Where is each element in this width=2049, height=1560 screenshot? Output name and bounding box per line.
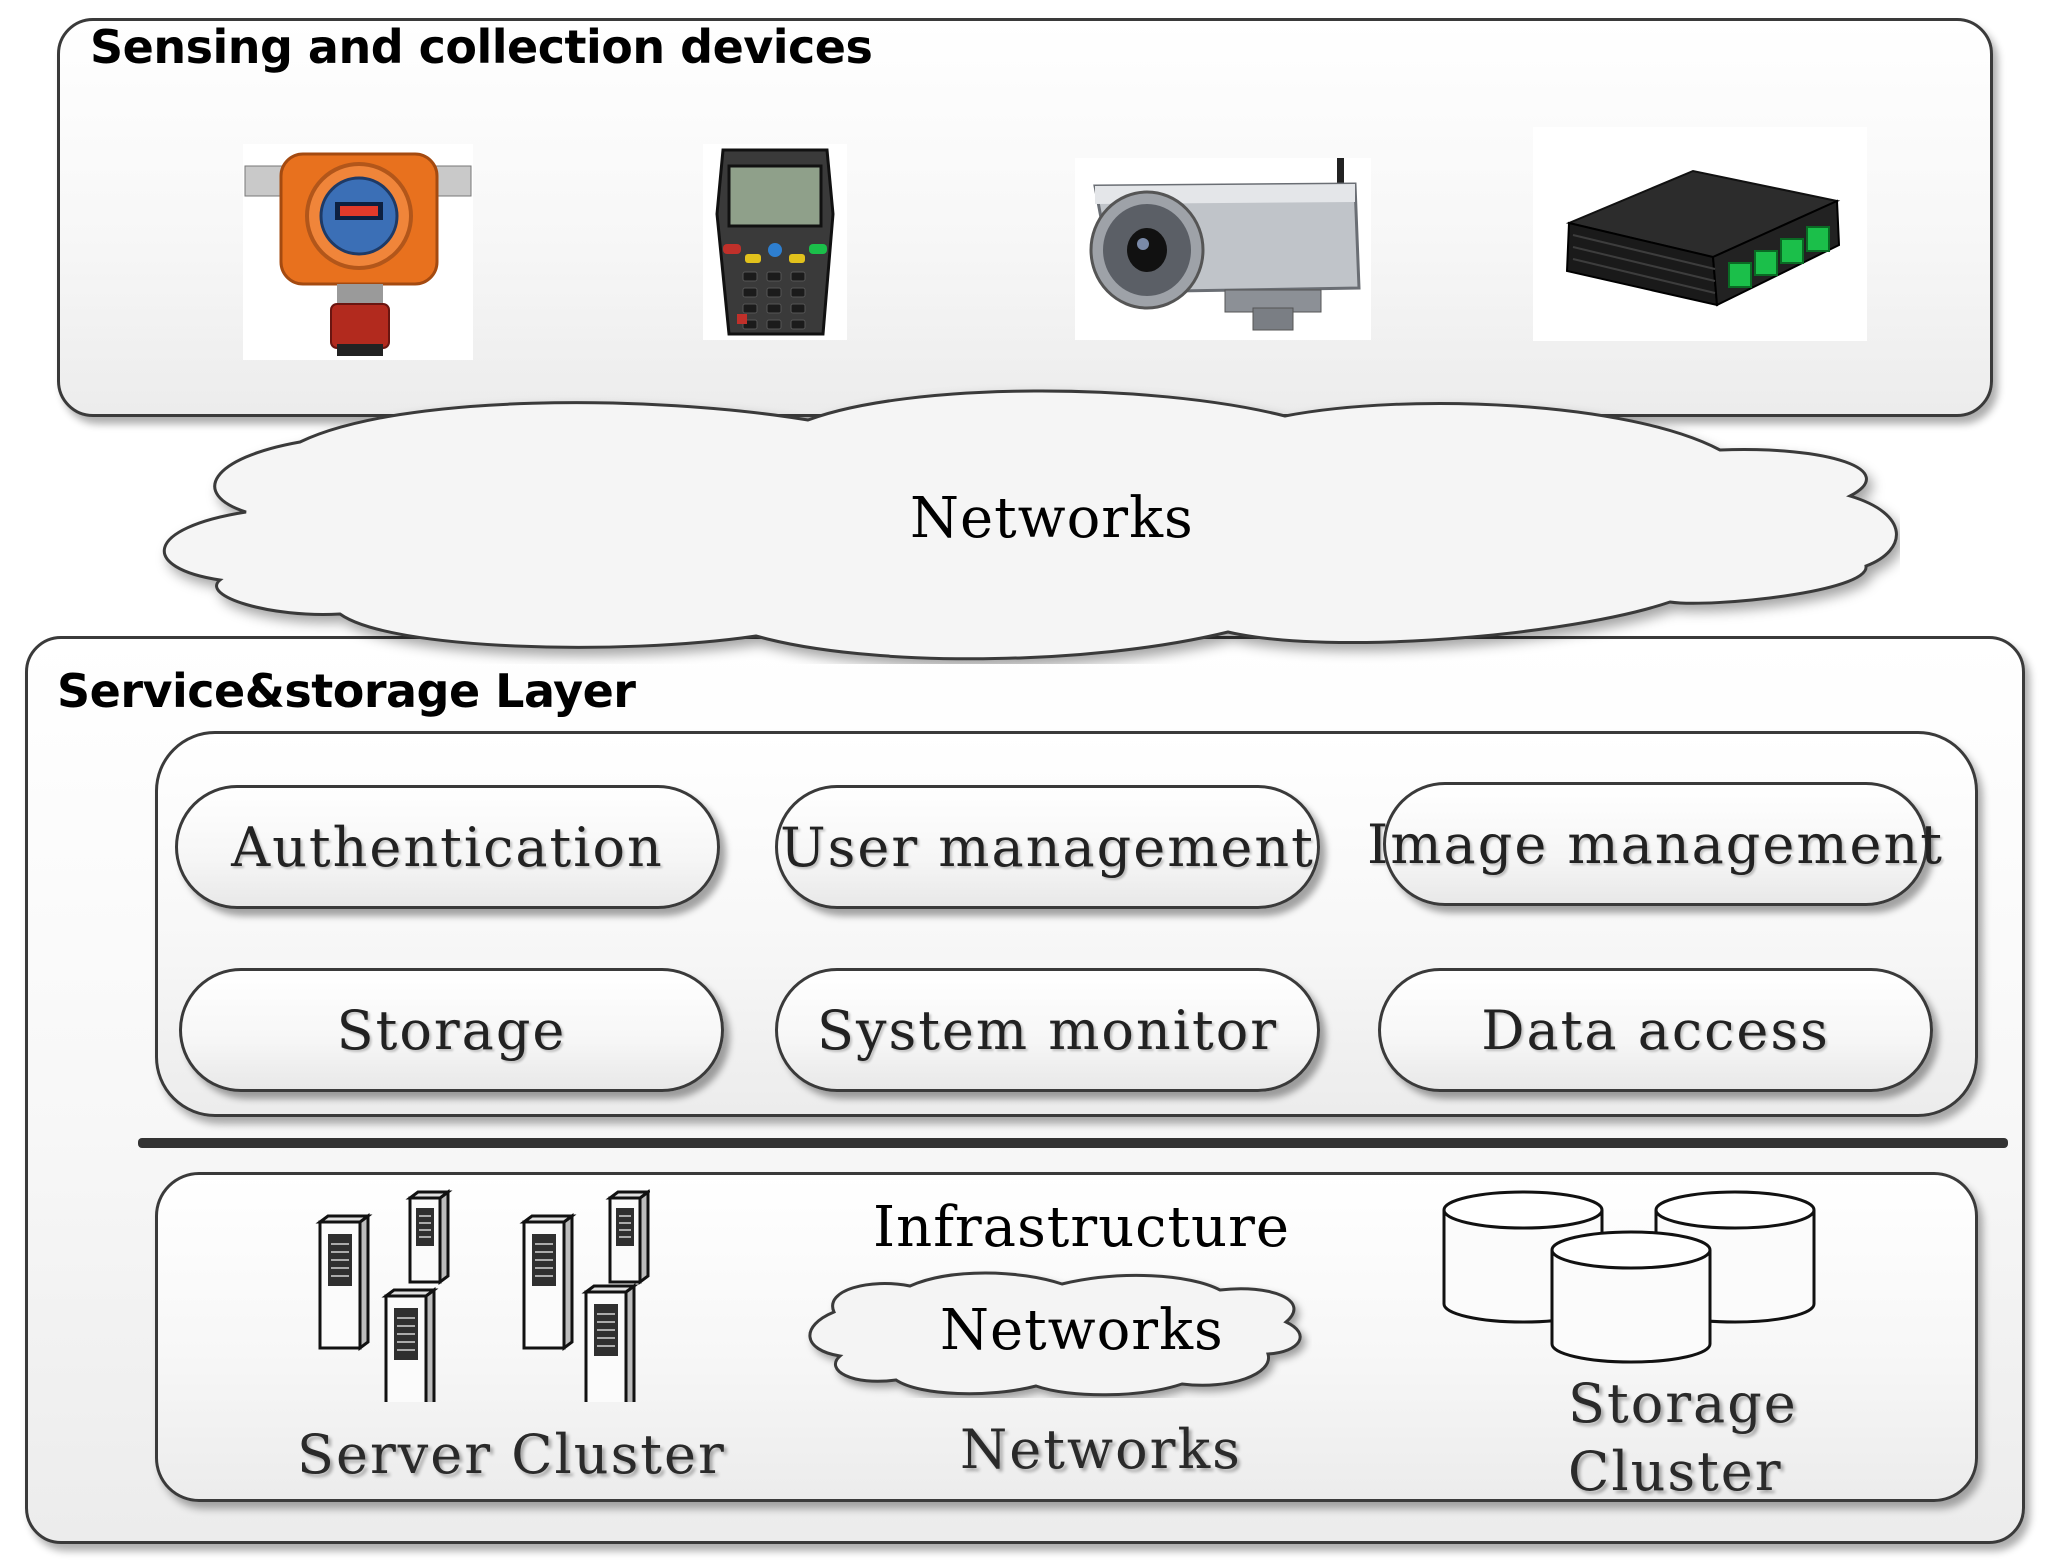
data-access-module: Data access <box>1378 968 1933 1092</box>
storage-cluster-icon <box>1440 1188 1828 1370</box>
image-management-module: Image management <box>1367 782 1942 906</box>
data-collector-box-icon <box>1533 127 1867 341</box>
service-storage-title: Service&storage Layer <box>57 664 636 718</box>
storage-module: Storage <box>179 968 724 1092</box>
infrastructure-title: Infrastructure <box>873 1195 1290 1260</box>
storage-cluster-caption-line1: Storage <box>1568 1372 1798 1435</box>
authentication-module: Authentication <box>175 785 720 909</box>
user-management-module: User management <box>775 785 1320 909</box>
layer-divider <box>138 1138 2008 1148</box>
storage-cluster-caption-line2: Cluster <box>1568 1440 1783 1503</box>
sensing-devices-title: Sensing and collection devices <box>90 20 873 74</box>
gas-detector-icon <box>243 144 473 360</box>
networks-cloud-label: Networks <box>910 486 1194 551</box>
networks-cloud-shape <box>150 374 1900 664</box>
infrastructure-cloud-label: Networks <box>940 1298 1224 1363</box>
system-monitor-module: System monitor <box>775 968 1320 1092</box>
server-cluster-icon <box>310 1180 650 1402</box>
server-cluster-caption: Server Cluster <box>297 1423 726 1486</box>
handheld-terminal-icon <box>703 144 847 340</box>
infrastructure-cloud-shape <box>800 1270 1312 1398</box>
networks-caption: Networks <box>960 1418 1242 1481</box>
surveillance-camera-icon <box>1075 158 1371 340</box>
